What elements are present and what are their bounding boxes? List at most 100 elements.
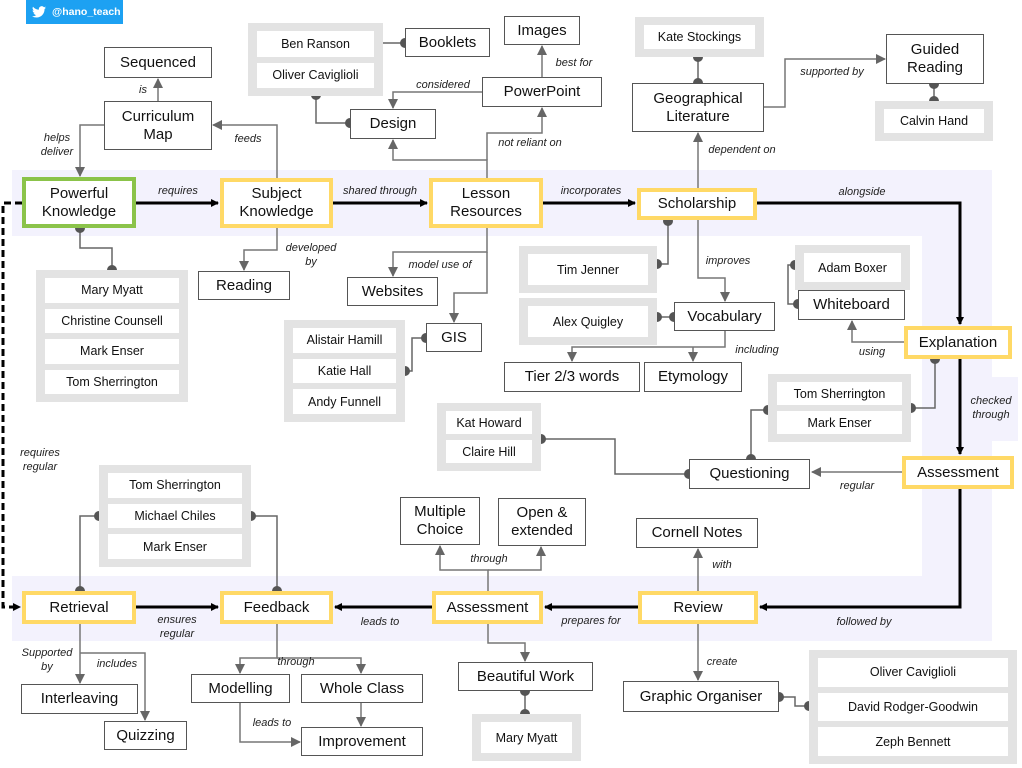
node-cornell-notes[interactable]: Cornell Notes	[636, 518, 758, 548]
node-geographical-literature[interactable]: Geographical Literature	[632, 83, 764, 132]
person-item[interactable]: Ben Ranson	[257, 31, 374, 57]
twitter-handle: @hano_teach	[52, 6, 121, 18]
relation-arrow-13	[239, 228, 278, 271]
person-item[interactable]: David Rodger-Goodwin	[818, 692, 1008, 722]
node-review[interactable]: Review	[638, 591, 758, 624]
edge-label-checked-through: checked through	[970, 395, 1012, 421]
edge-label-followed-by: followed by	[836, 616, 892, 628]
node-websites[interactable]: Websites	[347, 277, 438, 306]
edge-label-model-use-of: model use of	[408, 259, 472, 271]
node-tier-words[interactable]: Tier 2/3 words	[504, 362, 640, 392]
person-item[interactable]: Alistair Hamill	[293, 328, 396, 353]
edge-label-incorporates: incorporates	[560, 185, 622, 197]
person-link-39	[315, 95, 350, 124]
relation-arrow-23	[567, 331, 726, 362]
node-powerful-knowledge[interactable]: Powerful Knowledge	[22, 177, 136, 228]
person-item[interactable]: Adam Boxer	[804, 253, 901, 282]
edge-label-developed-by: developed by	[285, 242, 337, 268]
person-item[interactable]: Tom Sherrington	[108, 473, 242, 498]
person-item[interactable]: Mark Enser	[777, 411, 902, 434]
node-whole-class[interactable]: Whole Class	[301, 674, 423, 703]
person-link-49	[541, 438, 689, 475]
node-powerpoint[interactable]: PowerPoint	[482, 77, 602, 107]
person-item[interactable]: Alex Quigley	[528, 306, 648, 337]
relation-arrow-33	[277, 657, 366, 674]
node-gis[interactable]: GIS	[426, 323, 482, 352]
edge-label-supported-by-retrieval: Supported by	[21, 647, 73, 673]
node-graphic-organiser[interactable]: Graphic Organiser	[623, 681, 779, 712]
node-modelling[interactable]: Modelling	[191, 674, 290, 703]
person-item[interactable]: Andy Funnell	[293, 389, 396, 414]
node-images[interactable]: Images	[504, 16, 580, 45]
person-item[interactable]: Mark Enser	[108, 534, 242, 559]
node-assessment-right[interactable]: Assessment	[902, 456, 1014, 489]
group-geo-lit-people: Kate Stockings	[635, 17, 764, 57]
node-booklets[interactable]: Booklets	[405, 28, 490, 57]
edge-label-shared-through: shared through	[343, 185, 417, 197]
twitter-bird-icon	[32, 6, 46, 18]
node-etymology[interactable]: Etymology	[644, 362, 742, 392]
person-item[interactable]: Calvin Hand	[884, 109, 984, 133]
person-item[interactable]: Christine Counsell	[45, 308, 179, 333]
person-item[interactable]: Mark Enser	[45, 339, 179, 364]
node-feedback[interactable]: Feedback	[220, 591, 333, 624]
node-quizzing[interactable]: Quizzing	[104, 721, 187, 750]
node-explanation[interactable]: Explanation	[904, 326, 1012, 359]
person-item[interactable]: Mary Myatt	[481, 722, 572, 753]
relation-arrow-34	[239, 703, 301, 747]
edge-label-including: including	[735, 344, 779, 356]
flow-band-right-tab	[988, 377, 1018, 441]
node-beautiful-work[interactable]: Beautiful Work	[458, 662, 593, 691]
flow-arrow-3	[757, 201, 964, 325]
group-guided-reading-people: Calvin Hand	[875, 101, 993, 141]
edge-label-improves: improves	[705, 255, 751, 267]
node-assessment-center[interactable]: Assessment	[432, 591, 543, 624]
person-link-48	[750, 409, 768, 459]
node-design[interactable]: Design	[350, 109, 436, 139]
person-link-50	[79, 515, 99, 591]
relation-arrow-29	[487, 624, 530, 662]
node-reading[interactable]: Reading	[198, 271, 290, 300]
node-lesson-resources[interactable]: Lesson Resources	[429, 178, 543, 228]
node-sequenced[interactable]: Sequenced	[104, 47, 212, 78]
node-multiple-choice[interactable]: Multiple Choice	[400, 497, 480, 545]
node-improvement[interactable]: Improvement	[301, 727, 423, 756]
node-subject-knowledge[interactable]: Subject Knowledge	[220, 178, 333, 228]
node-interleaving[interactable]: Interleaving	[21, 684, 138, 714]
person-item[interactable]: Mary Myatt	[45, 278, 179, 303]
person-item[interactable]: Tim Jenner	[528, 254, 648, 285]
node-curriculum-map[interactable]: Curriculum Map	[104, 101, 212, 150]
person-item[interactable]: Oliver Caviglioli	[257, 62, 374, 88]
person-item[interactable]: Zeph Bennett	[818, 727, 1008, 756]
relation-arrow-16	[388, 91, 482, 109]
edge-label-dependent-on: dependent on	[708, 144, 776, 156]
person-item[interactable]: Tom Sherrington	[45, 369, 179, 394]
node-scholarship[interactable]: Scholarship	[637, 188, 757, 220]
group-vocabulary-people: Alex Quigley	[519, 298, 657, 345]
group-whiteboard-people: Adam Boxer	[795, 245, 910, 290]
edge-label-with: with	[712, 559, 732, 571]
person-item[interactable]: Kat Howard	[446, 411, 532, 434]
edge-label-leads-to-improvement: leads to	[252, 717, 292, 729]
person-link-47	[911, 359, 936, 409]
relation-arrow-28	[488, 546, 546, 571]
relation-arrow-14	[388, 139, 488, 178]
dashed-flow-arrow-9	[1, 201, 22, 611]
twitter-badge[interactable]: @hano_teach	[26, 0, 123, 24]
person-item[interactable]: Claire Hill	[446, 440, 532, 463]
person-item[interactable]: Oliver Caviglioli	[818, 658, 1008, 687]
node-retrieval[interactable]: Retrieval	[22, 591, 136, 624]
person-item[interactable]: Kate Stockings	[644, 25, 755, 49]
relation-arrow-37	[80, 652, 150, 721]
person-item[interactable]: Michael Chiles	[108, 503, 242, 529]
node-guided-reading[interactable]: Guided Reading	[886, 34, 984, 84]
node-questioning[interactable]: Questioning	[689, 459, 810, 489]
node-open-extended[interactable]: Open & extended	[498, 498, 586, 546]
node-vocabulary[interactable]: Vocabulary	[674, 302, 775, 331]
person-item[interactable]: Katie Hall	[293, 358, 396, 384]
node-whiteboard[interactable]: Whiteboard	[798, 290, 905, 320]
person-item[interactable]: Tom Sherrington	[777, 382, 902, 405]
relation-arrow-12	[212, 120, 278, 178]
relation-arrow-32	[235, 624, 278, 674]
